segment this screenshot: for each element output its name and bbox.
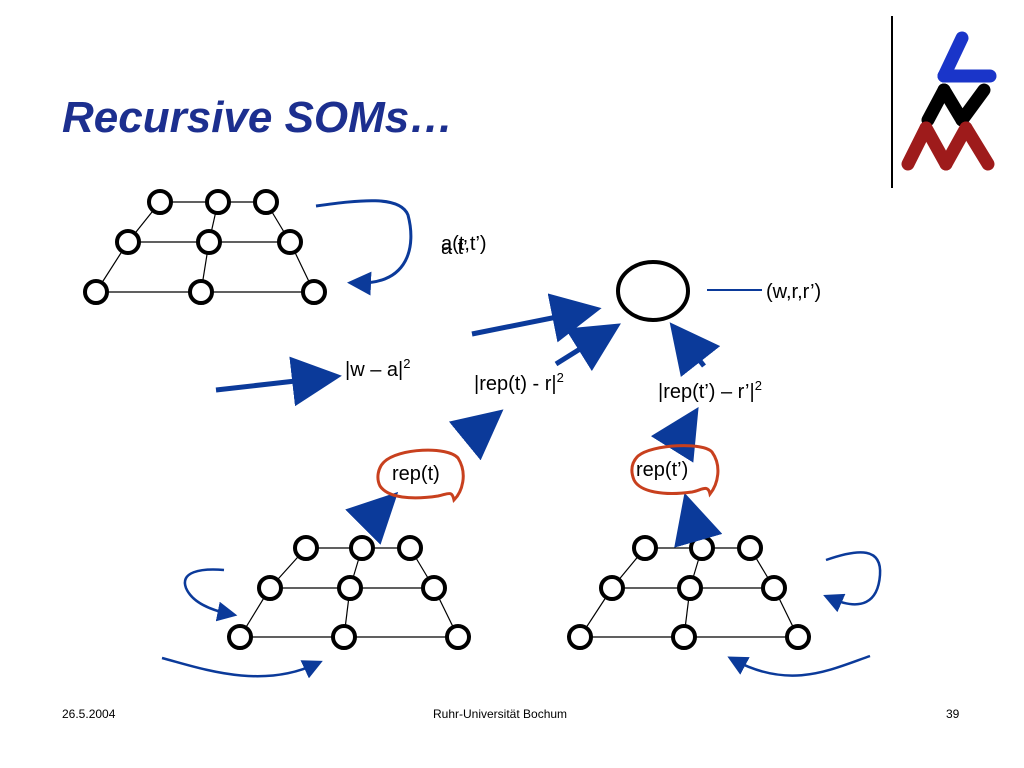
som-node: [253, 189, 279, 215]
footer-date: 26.5.2004: [62, 707, 116, 721]
som-node: [227, 624, 253, 650]
som-node: [599, 575, 625, 601]
som-node: [83, 279, 109, 305]
arrow-grid-left-up: [345, 491, 399, 545]
som-node: [349, 535, 375, 561]
arrow-input-w: [215, 356, 342, 407]
som-node: [445, 624, 471, 650]
som-grid-bottom-left: [227, 535, 471, 650]
som-node: [293, 535, 319, 561]
som-node: [632, 535, 658, 561]
footer-institution: Ruhr-Universität Bochum: [433, 707, 568, 721]
som-node: [761, 575, 787, 601]
som-node: [421, 575, 447, 601]
label-a-t: a(t,t’): [441, 233, 487, 255]
som-node: [147, 189, 173, 215]
highlight-rep-tp: [630, 444, 720, 498]
recursion-loop-top: [315, 199, 413, 296]
arrow-rep-t-up: [448, 409, 504, 461]
label-dist-rep-t: |rep(t) - r|2: [474, 370, 564, 395]
arrow-to-neuron-right: [669, 322, 721, 378]
som-node: [689, 535, 715, 561]
recursion-loop-bottom-right-upper: [823, 551, 882, 613]
som-node: [188, 279, 214, 305]
logo-red-stroke: [901, 121, 995, 171]
arrow-rep-tp-up: [650, 407, 699, 463]
label-dist-w: |w – a|2: [345, 356, 410, 381]
logo-divider: [891, 16, 893, 188]
som-grid-top: [83, 189, 327, 305]
som-node: [331, 624, 357, 650]
som-node: [277, 229, 303, 255]
highlight-rep-t: [376, 448, 465, 504]
som-grid-bottom-right: [567, 535, 811, 650]
recursion-loop-bottom-left-lower: [161, 656, 323, 679]
label-rep-t: rep(t): [392, 463, 440, 485]
som-node: [737, 535, 763, 561]
logo-black-stroke: [921, 83, 991, 127]
som-node: [337, 575, 363, 601]
logo-blue-stroke: [937, 31, 997, 83]
som-node: [397, 535, 423, 561]
som-node: [257, 575, 283, 601]
arrow-to-neuron-mid: [554, 323, 621, 372]
som-node: [785, 624, 811, 650]
som-node: [196, 229, 222, 255]
footer-page-number: 39: [946, 707, 960, 721]
institute-logo: [901, 31, 997, 171]
label-a-t-overlap: a t’: [441, 237, 468, 259]
som-node: [115, 229, 141, 255]
som-node: [301, 279, 327, 305]
som-node: [205, 189, 231, 215]
neuron-circle: [616, 260, 690, 322]
slide-title: Recursive SOMs…: [62, 93, 454, 142]
label-wrr: (w,r,r’): [766, 281, 821, 303]
som-node: [677, 575, 703, 601]
recursion-loop-bottom-right-lower: [727, 654, 871, 677]
recursive-som-diagram: a(t,t’) a t’ (w,r,r’) |w – a|2 |rep(t) -…: [83, 189, 882, 679]
label-dist-rep-tp: |rep(t’) – r’|2: [658, 378, 762, 403]
arrow-grid-right-up: [674, 492, 723, 548]
label-rep-tp: rep(t’): [636, 459, 688, 481]
recursion-loop-bottom-left-upper: [183, 568, 238, 622]
som-node: [567, 624, 593, 650]
som-node: [671, 624, 697, 650]
arrow-to-neuron-left: [471, 293, 602, 343]
